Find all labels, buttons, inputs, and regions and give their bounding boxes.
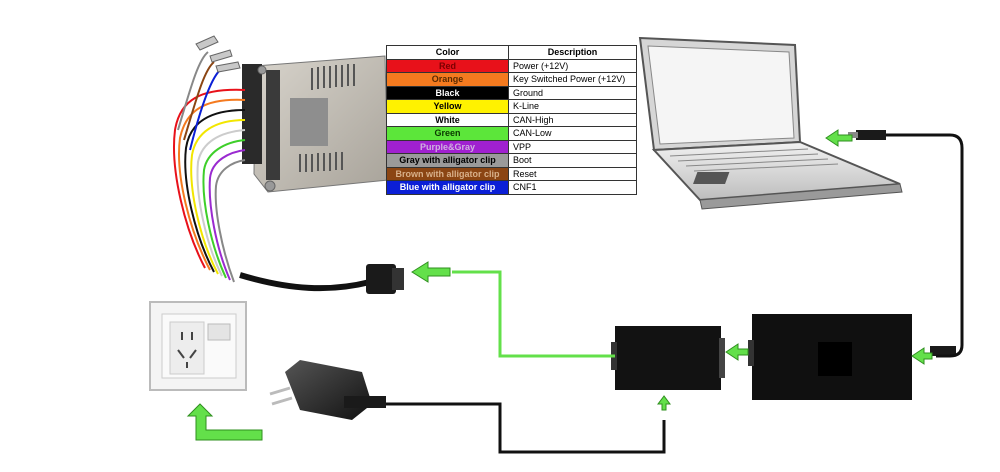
cables (386, 133, 964, 454)
usb-plug (848, 130, 886, 140)
header-description: Description (508, 45, 637, 60)
color-cell: Green (386, 126, 509, 141)
description-cell: Ground (508, 85, 637, 100)
color-cell: Orange (386, 72, 509, 87)
wall-socket (149, 301, 247, 391)
description-cell: CAN-High (508, 112, 637, 127)
description-cell: VPP (508, 139, 637, 154)
color-cell: Black (386, 85, 509, 100)
header-color: Color (386, 45, 509, 60)
color-cell: Red (386, 58, 509, 73)
db9-connector (366, 264, 404, 294)
table-header-row: Color Description (386, 45, 637, 60)
description-cell: Reset (508, 166, 637, 181)
programmer-box (611, 326, 725, 390)
laptop (638, 36, 903, 210)
alligator-clips (195, 35, 241, 73)
ecu-unit (242, 55, 389, 193)
wire-harness (173, 51, 371, 292)
description-cell: Power (+12V) (508, 58, 637, 73)
color-cell: Blue with alligator clip (386, 180, 509, 195)
green-arrows (186, 129, 933, 441)
color-cell: Yellow (386, 99, 509, 114)
color-cell: Gray with alligator clip (386, 153, 509, 168)
color-cell: White (386, 112, 509, 127)
description-cell: K-Line (508, 99, 637, 114)
description-cell: Boot (508, 153, 637, 168)
power-adapter (269, 360, 386, 420)
description-cell: Key Switched Power (+12V) (508, 72, 637, 87)
description-cell: CAN-Low (508, 126, 637, 141)
color-cell: Purple&Gray (386, 139, 509, 154)
description-cell: CNF1 (508, 180, 637, 195)
color-cell: Brown with alligator clip (386, 166, 509, 181)
interface-box (748, 314, 956, 400)
